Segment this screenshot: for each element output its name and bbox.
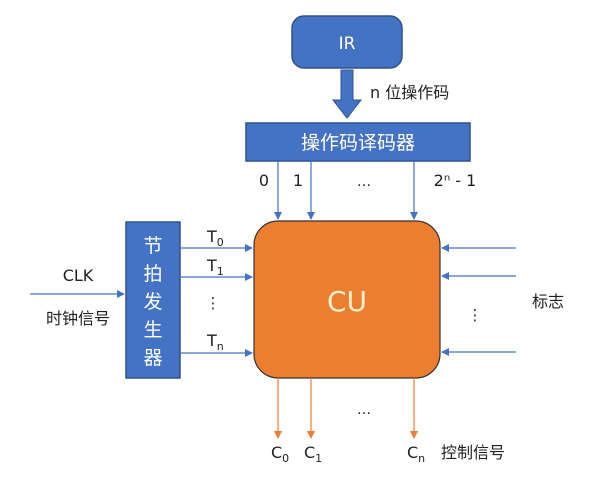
- t1-label: T1: [206, 256, 224, 278]
- clk-label: CLK: [63, 266, 94, 285]
- beat-generator-char-2: 拍: [143, 263, 162, 285]
- tn-label: Tn: [206, 331, 224, 353]
- t-ellipsis: ⋮: [206, 294, 221, 312]
- c1-label: C1: [304, 443, 322, 465]
- cn-label: Cn: [407, 443, 425, 465]
- c0-label: C0: [271, 443, 289, 465]
- opcode-decoder-box: [245, 122, 471, 162]
- beat-generator-char-3: 发: [143, 291, 162, 313]
- beat-generator-box: [125, 221, 181, 379]
- opcode-arrow: [331, 69, 363, 119]
- control-signals-label: 控制信号: [441, 443, 505, 462]
- cu-label: CU: [327, 285, 367, 318]
- flag-ellipsis: ⋮: [468, 306, 483, 324]
- t0-label: T0: [206, 227, 224, 249]
- control-ellipsis: …: [357, 402, 371, 418]
- decoder-output-0-label: 0: [259, 171, 269, 190]
- cu-box: [253, 220, 441, 379]
- beat-generator-char-4: 生: [143, 319, 162, 341]
- flags-label: 标志: [532, 292, 564, 311]
- opcode-arrow-label: n 位操作码: [370, 83, 449, 102]
- decoder-output-1-label: 1: [293, 171, 303, 190]
- clock-signal-label: 时钟信号: [46, 309, 110, 328]
- opcode-decoder-label: 操作码译码器: [301, 132, 415, 154]
- beat-generator-char-5: 器: [143, 347, 162, 369]
- beat-generator-char-1: 节: [143, 235, 162, 257]
- ir-box: [291, 15, 403, 69]
- ir-label: IR: [339, 34, 356, 54]
- decoder-output-last-label: 2ⁿ - 1: [434, 171, 477, 190]
- decoder-output-ellipsis: …: [357, 174, 371, 190]
